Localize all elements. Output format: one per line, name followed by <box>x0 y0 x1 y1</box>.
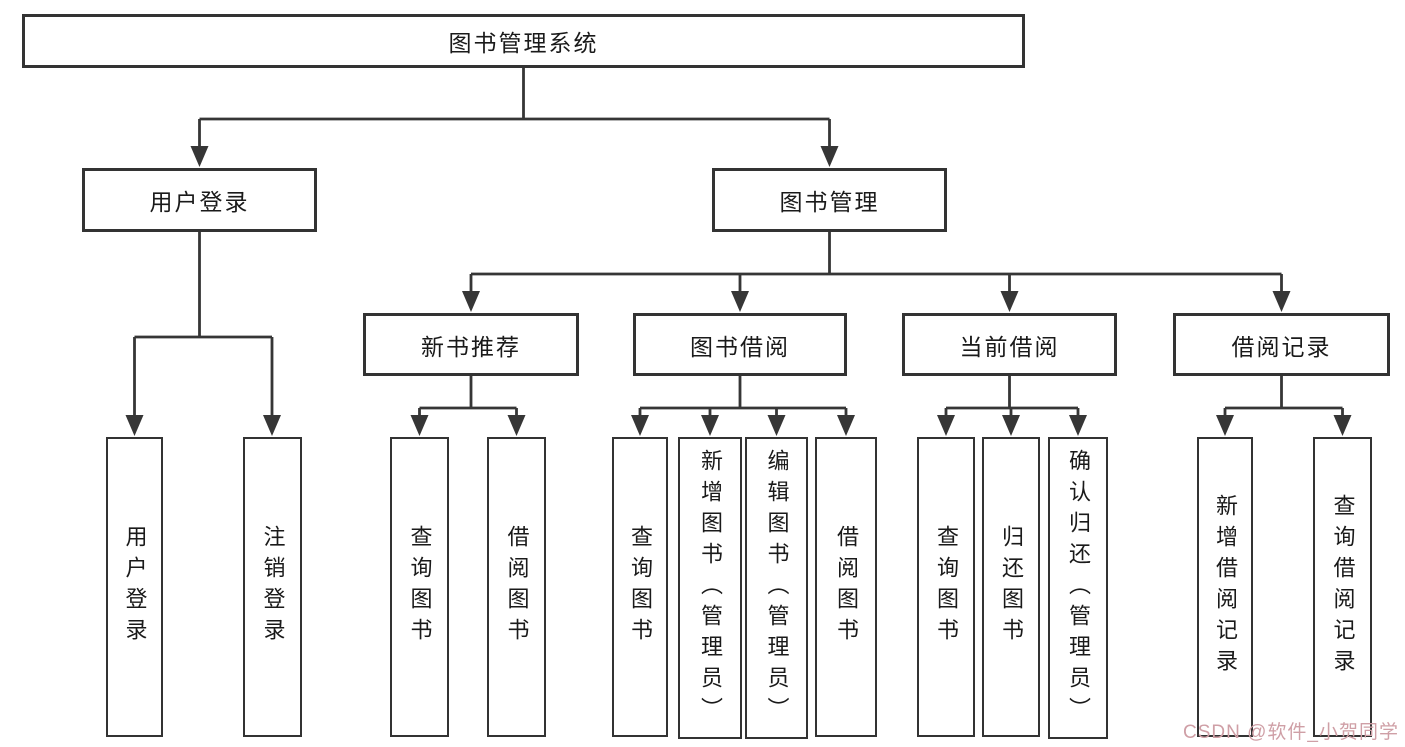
leaf-query-books-recommend: 查询图书 <box>390 437 449 737</box>
leaf-user-login: 用户登录 <box>106 437 163 737</box>
leaf-query-books-borrow: 查询图书 <box>612 437 668 737</box>
node-label: 归还图书 <box>999 525 1024 649</box>
node-user-login: 用户登录 <box>82 168 317 232</box>
node-label: 借阅记录 <box>1231 333 1332 360</box>
leaf-query-borrow-record: 查询借阅记录 <box>1313 437 1372 737</box>
node-label: 注销登录 <box>260 525 286 649</box>
node-label: 图书管理 <box>779 189 880 215</box>
csdn-watermark: CSDN @软件_小贺同学 <box>1183 722 1399 743</box>
node-book-management: 图书管理 <box>712 168 947 232</box>
tree-branch-lines <box>133 68 1344 420</box>
node-label: 查询图书 <box>407 525 433 649</box>
leaf-return-books: 归还图书 <box>982 437 1040 737</box>
node-book-borrow: 图书借阅 <box>633 313 847 376</box>
leaf-borrow-books-recommend: 借阅图书 <box>487 437 546 737</box>
node-borrow-records: 借阅记录 <box>1173 313 1390 376</box>
node-label: 查询图书 <box>628 525 653 649</box>
leaf-confirm-return-admin: 确认归还（管理员） <box>1048 437 1108 739</box>
node-label: 借阅图书 <box>834 525 859 649</box>
leaf-add-borrow-record: 新增借阅记录 <box>1197 437 1253 737</box>
node-label: 用户登录 <box>149 189 250 215</box>
node-current-borrow: 当前借阅 <box>902 313 1117 376</box>
leaf-add-books-admin: 新增图书（管理员） <box>678 437 742 739</box>
leaf-borrow-books: 借阅图书 <box>815 437 877 737</box>
node-label: 借阅图书 <box>504 525 530 649</box>
node-label: 图书借阅 <box>690 333 790 360</box>
node-root-library-system: 图书管理系统 <box>22 14 1025 68</box>
node-label: 查询图书 <box>934 525 959 649</box>
node-label: 图书管理系统 <box>448 30 599 56</box>
arrowhead-icons <box>125 146 1352 436</box>
node-label: 用户登录 <box>122 525 148 649</box>
node-label: 确认归还（管理员） <box>1066 448 1091 728</box>
node-label: 新增借阅记录 <box>1213 494 1238 680</box>
leaf-edit-books-admin: 编辑图书（管理员） <box>745 437 808 739</box>
leaf-logout: 注销登录 <box>243 437 302 737</box>
node-label: 编辑图书（管理员） <box>764 448 790 728</box>
node-label: 当前借阅 <box>959 333 1060 360</box>
leaf-query-books-current: 查询图书 <box>917 437 975 737</box>
node-new-book-recommend: 新书推荐 <box>363 313 579 376</box>
node-label: 查询借阅记录 <box>1330 494 1356 680</box>
node-label: 新增图书（管理员） <box>698 448 723 728</box>
node-label: 新书推荐 <box>421 333 521 360</box>
